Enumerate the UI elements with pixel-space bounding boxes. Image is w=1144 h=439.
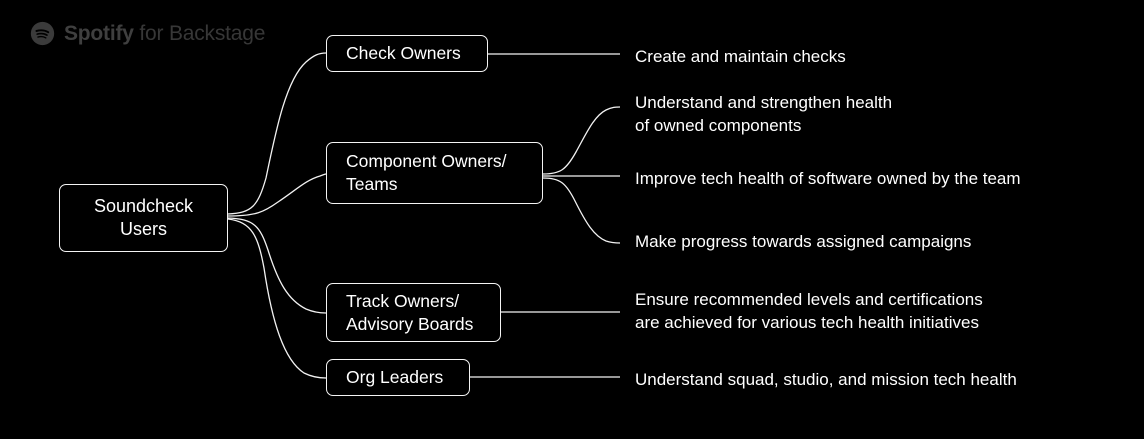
desc-org-leaders-0-line1: Understand squad, studio, and mission te… <box>635 370 1017 389</box>
desc-component-owners-0-line1: Understand and strengthen health <box>635 93 893 112</box>
node-soundcheck-users[interactable]: Soundcheck Users <box>59 184 228 252</box>
edge-root-to-check-owners <box>227 52 327 215</box>
desc-check-owners-0-line1: Create and maintain checks <box>635 47 846 66</box>
spotify-logo-icon <box>30 21 55 45</box>
desc-track-owners-0-line1: Ensure recommended levels and certificat… <box>635 290 983 309</box>
node-component-owners[interactable]: Component Owners/ Teams <box>326 142 543 204</box>
node-org-leaders-line1: Org Leaders <box>346 367 444 388</box>
desc-track-owners-0: Ensure recommended levels and certificat… <box>635 288 983 335</box>
brand-suffix: for Backstage <box>133 21 266 45</box>
desc-component-owners-2: Make progress towards assigned campaigns <box>635 230 971 253</box>
node-check-owners-line1: Check Owners <box>346 43 461 64</box>
node-org-leaders[interactable]: Org Leaders <box>326 359 470 396</box>
edge-root-to-component-owners <box>227 173 327 217</box>
node-soundcheck-users-line1: Soundcheck <box>93 195 194 216</box>
edge-root-to-org-leaders <box>227 218 327 379</box>
desc-component-owners-0: Understand and strengthen health of owne… <box>635 91 892 138</box>
desc-component-owners-1: Improve tech health of software owned by… <box>635 167 1021 190</box>
desc-track-owners-0-line2: are achieved for various tech health ini… <box>635 313 979 333</box>
edge-component-owners-desc-2 <box>542 177 621 244</box>
desc-check-owners-0: Create and maintain checks <box>635 45 846 68</box>
edge-component-owners-desc-0 <box>542 106 621 175</box>
desc-component-owners-1-line1: Improve tech health of software owned by… <box>635 169 1021 188</box>
node-component-owners-line1: Component Owners/ <box>346 151 507 172</box>
node-check-owners[interactable]: Check Owners <box>326 35 488 72</box>
desc-component-owners-0-line2: of owned components <box>635 116 802 136</box>
desc-component-owners-2-line1: Make progress towards assigned campaigns <box>635 232 972 251</box>
node-track-owners[interactable]: Track Owners/ Advisory Boards <box>326 283 501 342</box>
brand-name: Spotify <box>64 21 134 45</box>
desc-org-leaders-0: Understand squad, studio, and mission te… <box>635 368 1017 391</box>
node-component-owners-line2: Teams <box>346 174 398 194</box>
node-track-owners-line1: Track Owners/ <box>346 290 460 311</box>
node-soundcheck-users-line2: Users <box>119 219 167 239</box>
node-track-owners-line2: Advisory Boards <box>346 313 474 334</box>
brand-lockup: Spotify for Backstage <box>30 18 265 48</box>
edge-root-to-track-owners <box>227 217 327 314</box>
brand-wordmark: Spotify for Backstage <box>64 23 265 44</box>
